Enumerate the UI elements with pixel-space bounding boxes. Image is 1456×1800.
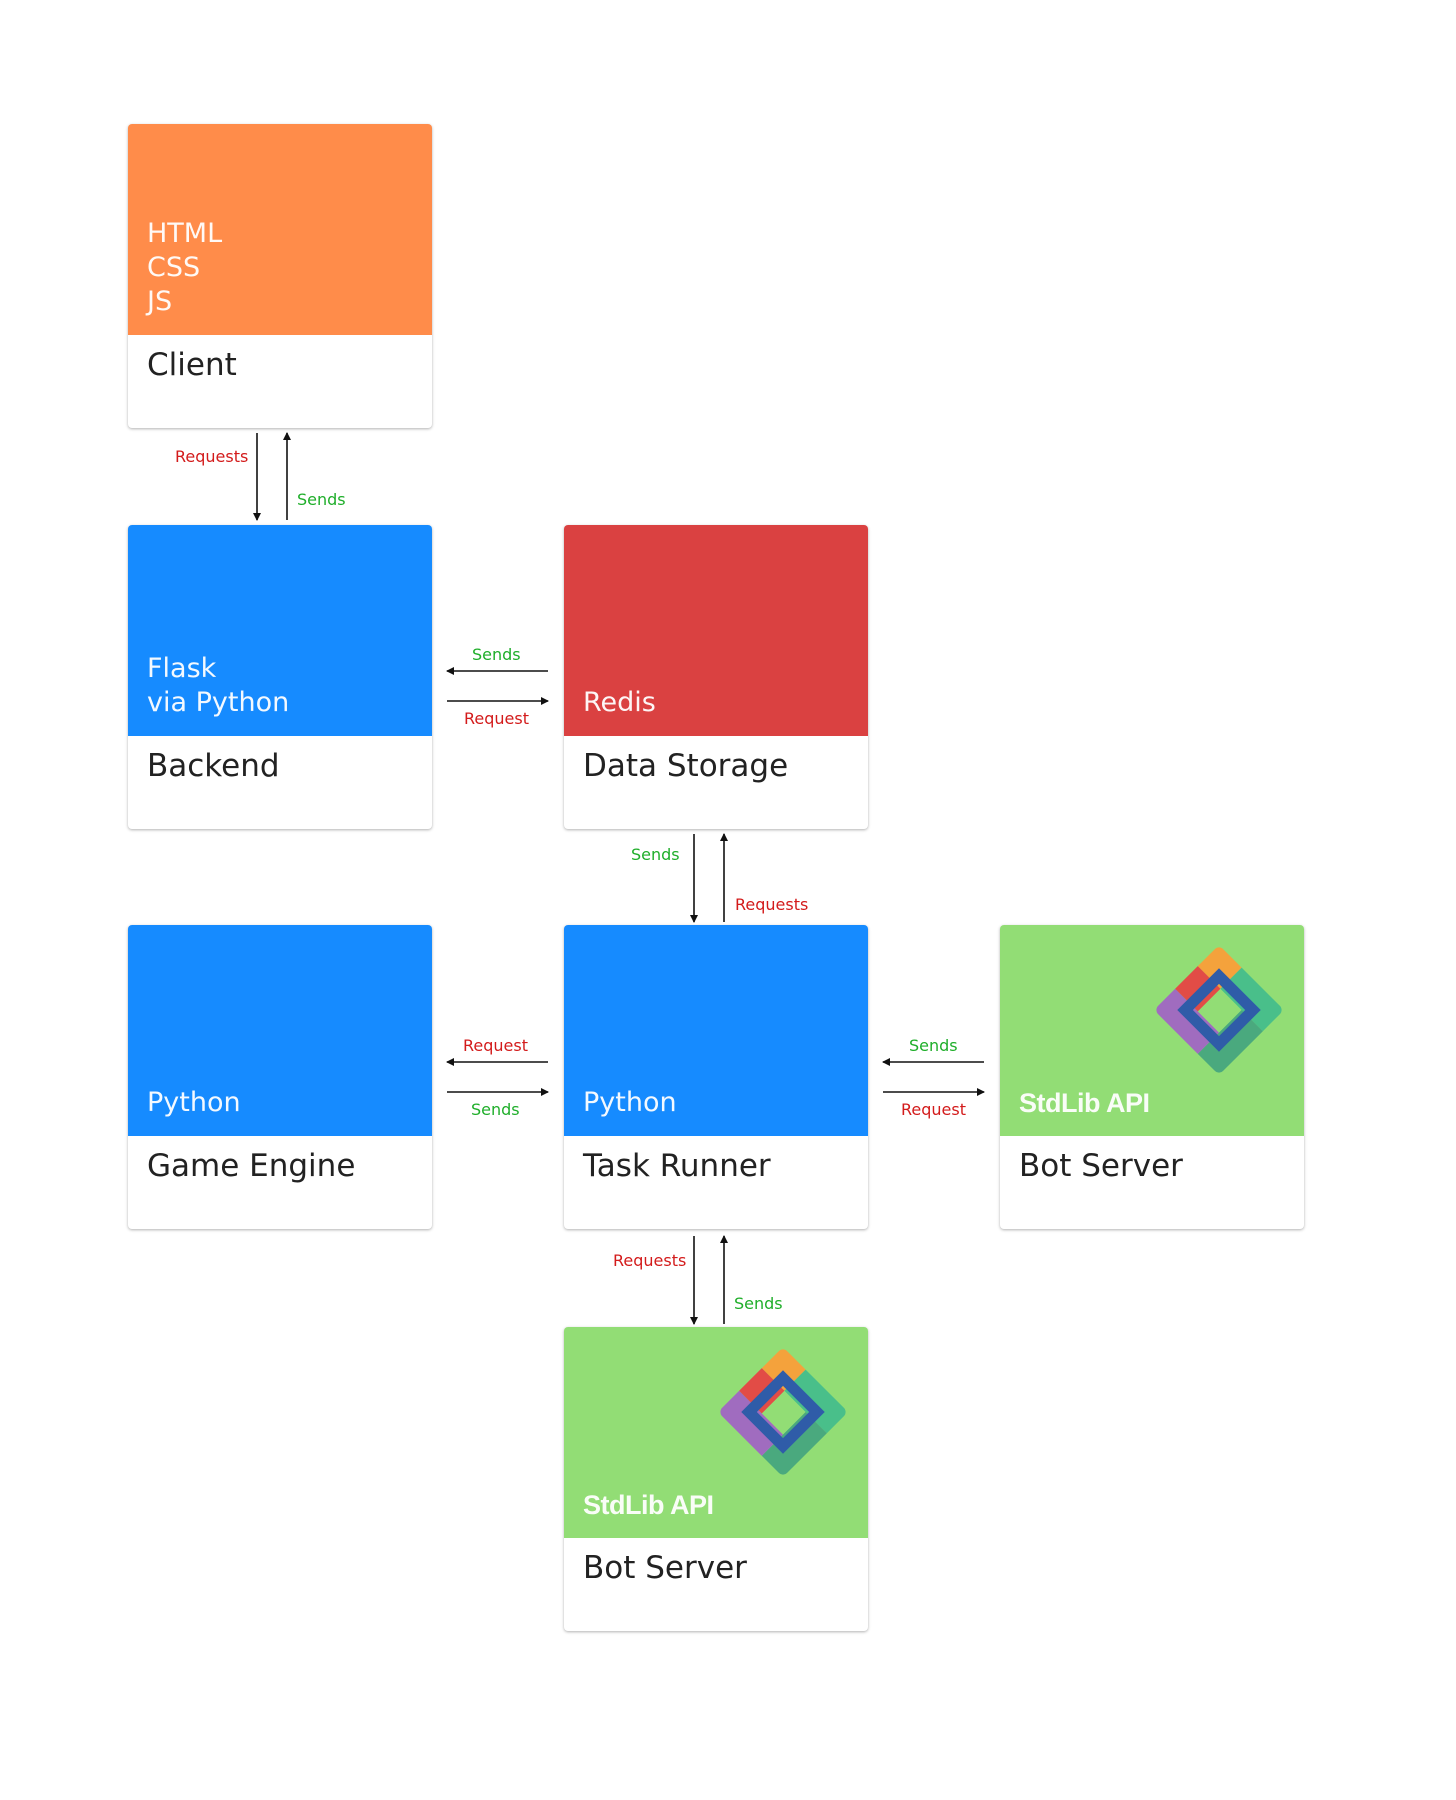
label-client-backend-requests: Requests [175, 447, 249, 466]
label-backend-redis-sends: Sends [472, 645, 521, 664]
node-bot-server-right-tech: StdLib API [1019, 1088, 1150, 1118]
node-game-engine: Python Game Engine [128, 925, 432, 1229]
node-backend-tech: Flask via Python [147, 653, 290, 718]
node-game-engine-header: Python [128, 925, 432, 1136]
node-bot-server-bottom-role: Bot Server [583, 1550, 747, 1586]
stdlib-logo-icon [1156, 947, 1282, 1073]
label-client-backend-sends: Sends [297, 490, 346, 509]
node-client-role: Client [147, 347, 237, 383]
label-task-botbottom-sends: Sends [734, 1294, 783, 1313]
label-task-bot-sends: Sends [909, 1036, 958, 1055]
node-task-runner-tech: Python [583, 1087, 677, 1118]
node-task-runner-role: Task Runner [583, 1148, 771, 1184]
label-backend-redis-request: Request [464, 709, 529, 728]
label-game-task-sends: Sends [471, 1100, 520, 1119]
node-backend: Flask via Python Backend [128, 525, 432, 829]
node-bot-server-right-role: Bot Server [1019, 1148, 1183, 1184]
node-redis: Redis Data Storage [564, 525, 868, 829]
node-client: HTML CSS JS Client [128, 124, 432, 428]
node-redis-tech: Redis [583, 687, 656, 718]
label-task-bot-request: Request [901, 1100, 966, 1119]
node-redis-role: Data Storage [583, 748, 789, 784]
node-game-engine-tech: Python [147, 1087, 241, 1118]
label-redis-task-requests: Requests [735, 895, 809, 914]
node-game-engine-role: Game Engine [147, 1148, 356, 1184]
node-client-tech: HTML CSS JS [147, 218, 223, 317]
node-bot-server-right: StdLib API Bot Server [1000, 925, 1304, 1229]
label-redis-task-sends: Sends [631, 845, 680, 864]
node-backend-role: Backend [147, 748, 280, 784]
node-bot-server-bottom-tech: StdLib API [583, 1490, 714, 1520]
label-game-task-request: Request [463, 1036, 528, 1055]
node-redis-header: Redis [564, 525, 868, 736]
node-bot-server-right-header: StdLib API [1000, 925, 1304, 1136]
node-task-runner: Python Task Runner [564, 925, 868, 1229]
node-bot-server-bottom-header: StdLib API [564, 1327, 868, 1538]
node-client-header: HTML CSS JS [128, 124, 432, 335]
node-task-runner-header: Python [564, 925, 868, 1136]
stdlib-logo-icon [720, 1349, 846, 1475]
node-backend-header: Flask via Python [128, 525, 432, 736]
label-task-botbottom-requests: Requests [613, 1251, 687, 1270]
node-bot-server-bottom: StdLib API Bot Server [564, 1327, 868, 1631]
